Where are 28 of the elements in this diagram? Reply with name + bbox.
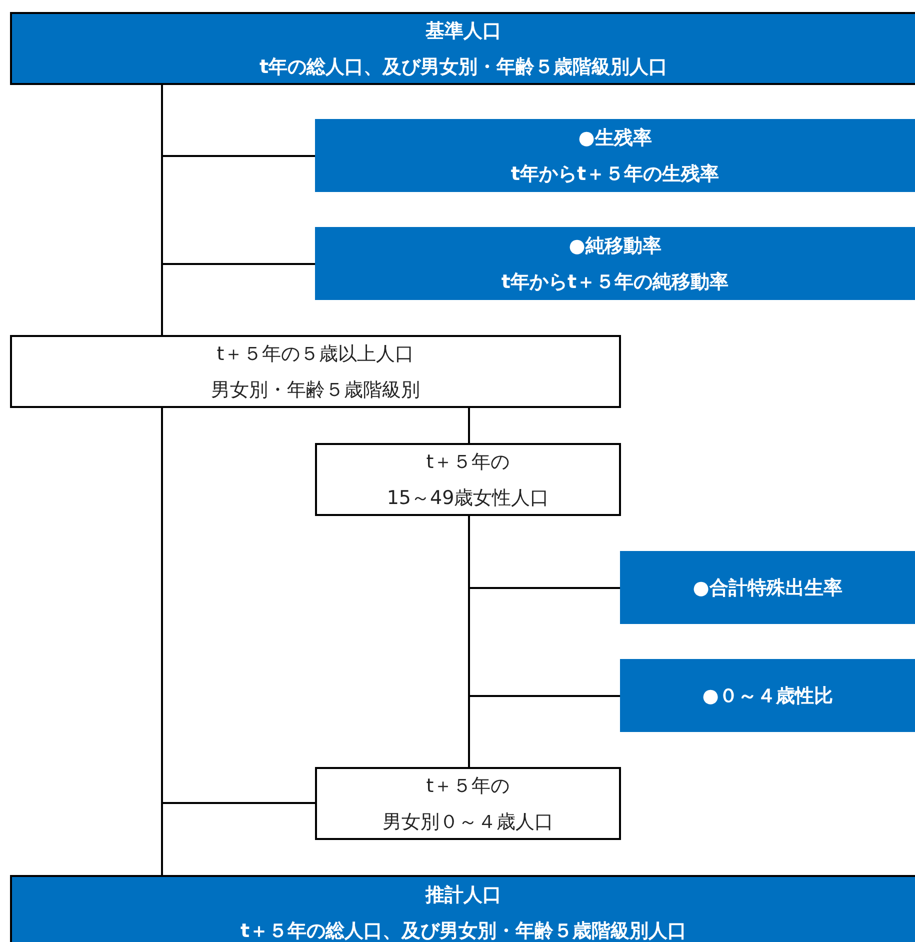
box-title: ●生残率: [578, 126, 652, 150]
box-title: 推計人口: [426, 883, 502, 908]
box-text: t＋５年の総人口、及び男女別・年齢５歳階級別人口: [240, 919, 687, 942]
result-box: [10, 335, 621, 408]
connector-line: [161, 85, 163, 335]
process-box: [620, 659, 915, 732]
box-text: 15～49歳女性人口: [386, 486, 550, 510]
box-text: 男女別０～４歳人口: [382, 810, 554, 834]
box-text: t年からt＋５年の生残率: [510, 162, 720, 186]
process-box: [315, 119, 915, 192]
box-text: ●合計特殊出生率: [692, 576, 842, 600]
process-box: [620, 551, 915, 624]
process-box: [10, 875, 915, 942]
process-box: [315, 227, 915, 300]
result-box: [315, 443, 621, 516]
process-box: [10, 12, 915, 85]
box-text: t年からt＋５年の純移動率: [501, 270, 729, 294]
box-title: t＋５年の: [426, 774, 510, 798]
result-box: [315, 767, 621, 840]
box-text: ●０～４歳性比: [702, 684, 833, 708]
box-title: t＋５年の: [426, 450, 510, 474]
box-title: 基準人口: [426, 18, 502, 44]
box-text: 男女別・年齢５歳階級別: [211, 378, 420, 402]
connector-line: [468, 408, 470, 443]
box-title: ●純移動率: [568, 234, 662, 258]
box-title: t＋５年の５歳以上人口: [216, 342, 414, 366]
connector-line: [468, 516, 470, 767]
box-text: t年の総人口、及び男女別・年齢５歳階級別人口: [259, 54, 668, 80]
